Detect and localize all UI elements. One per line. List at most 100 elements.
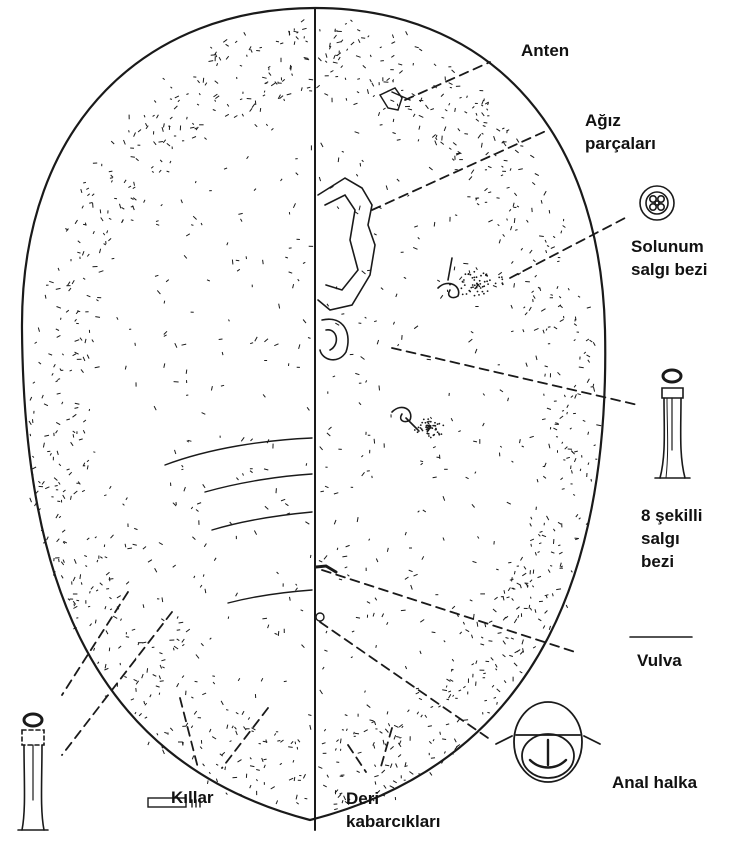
dermal-seta bbox=[186, 723, 188, 726]
dermal-seta bbox=[173, 565, 176, 567]
dermal-seta bbox=[111, 180, 112, 182]
dermal-seta bbox=[138, 130, 141, 133]
dermal-seta bbox=[324, 555, 327, 559]
dermal-seta bbox=[377, 340, 378, 344]
dermal-seta bbox=[159, 676, 160, 680]
dermal-seta bbox=[570, 428, 572, 429]
dermal-seta bbox=[463, 622, 464, 625]
dermal-seta bbox=[538, 619, 541, 621]
dermal-seta bbox=[571, 451, 573, 453]
dermal-seta bbox=[226, 56, 229, 59]
dermal-seta bbox=[164, 123, 165, 127]
leader-lines bbox=[62, 62, 638, 772]
dermal-seta bbox=[463, 686, 465, 688]
dermal-seta bbox=[512, 461, 514, 462]
dermal-seta bbox=[368, 36, 369, 38]
label-killar: Kıllar bbox=[171, 787, 214, 808]
spiracle-pore bbox=[428, 433, 430, 435]
dermal-seta bbox=[471, 170, 474, 174]
dermal-seta bbox=[319, 561, 322, 563]
dermal-seta bbox=[132, 629, 135, 630]
dermal-seta bbox=[88, 606, 90, 607]
dermal-seta bbox=[476, 267, 478, 270]
dermal-seta bbox=[530, 539, 534, 541]
dermal-seta bbox=[255, 337, 257, 341]
dermal-seta bbox=[433, 447, 436, 448]
dermal-seta bbox=[109, 597, 111, 599]
dermal-seta bbox=[280, 740, 283, 742]
dermal-seta bbox=[263, 260, 264, 264]
dermal-seta bbox=[298, 279, 299, 281]
dermal-seta bbox=[469, 176, 472, 180]
dermal-seta bbox=[491, 657, 494, 660]
label-anten: Anten bbox=[521, 40, 569, 61]
dermal-seta bbox=[82, 251, 84, 255]
dermal-seta bbox=[69, 288, 71, 291]
dermal-seta bbox=[390, 764, 392, 768]
dermal-seta bbox=[110, 609, 112, 610]
dermal-seta bbox=[104, 668, 108, 670]
dermal-seta bbox=[247, 55, 248, 57]
spiracle-pore bbox=[428, 435, 430, 437]
dermal-seta bbox=[367, 705, 371, 708]
spiracle-pore bbox=[473, 277, 475, 279]
dermal-seta bbox=[380, 731, 383, 733]
dermal-seta bbox=[170, 728, 173, 731]
dermal-seta bbox=[512, 598, 514, 600]
dermal-seta bbox=[558, 522, 561, 524]
dermal-seta bbox=[338, 57, 340, 60]
dermal-seta bbox=[285, 504, 288, 506]
dermal-seta bbox=[498, 224, 500, 225]
dermal-seta bbox=[181, 200, 182, 204]
dermal-seta bbox=[420, 461, 423, 462]
dermal-seta bbox=[101, 218, 103, 222]
dermal-seta bbox=[100, 209, 101, 213]
dermal-seta bbox=[56, 288, 61, 289]
dermal-seta bbox=[396, 737, 400, 738]
dermal-seta bbox=[539, 236, 544, 237]
dermal-seta bbox=[503, 596, 504, 600]
spiracle-pore bbox=[438, 433, 440, 435]
dermal-seta bbox=[154, 100, 156, 102]
dermal-seta bbox=[494, 697, 496, 698]
dermal-seta bbox=[459, 690, 462, 691]
dermal-seta bbox=[342, 800, 343, 803]
dermal-seta bbox=[236, 260, 240, 261]
dermal-seta bbox=[30, 498, 32, 502]
dermal-seta bbox=[556, 589, 561, 590]
dermal-seta bbox=[71, 496, 72, 500]
dermal-seta bbox=[445, 110, 447, 112]
dermal-seta bbox=[404, 277, 406, 278]
dermal-seta bbox=[416, 692, 419, 694]
spiracle-pore bbox=[487, 290, 489, 292]
dermal-seta bbox=[380, 125, 383, 126]
dermal-seta bbox=[182, 344, 187, 345]
dermal-seta bbox=[294, 777, 295, 781]
dermal-seta bbox=[167, 171, 170, 172]
dermal-seta bbox=[419, 49, 422, 51]
dermal-seta bbox=[284, 99, 285, 101]
dermal-seta bbox=[217, 63, 218, 66]
dermal-seta bbox=[365, 691, 366, 693]
dermal-seta bbox=[126, 637, 129, 638]
spiracle-pore bbox=[420, 424, 422, 426]
dermal-seta bbox=[61, 562, 63, 565]
dermal-seta bbox=[63, 560, 64, 563]
dermal-seta bbox=[329, 427, 332, 430]
dermal-seta bbox=[411, 585, 413, 590]
dermal-seta bbox=[171, 87, 173, 88]
dermal-seta bbox=[398, 344, 399, 346]
dermal-seta bbox=[298, 740, 300, 743]
dermal-seta bbox=[385, 729, 388, 733]
dermal-seta bbox=[361, 38, 365, 39]
dermal-seta bbox=[73, 606, 77, 608]
dermal-seta bbox=[544, 463, 546, 467]
dermal-seta bbox=[83, 420, 86, 422]
dermal-seta bbox=[440, 732, 441, 735]
dermal-seta bbox=[83, 430, 85, 433]
dermal-seta bbox=[429, 167, 433, 170]
dermal-seta bbox=[210, 638, 212, 640]
dermal-seta bbox=[274, 733, 275, 735]
spiracle-pore bbox=[489, 279, 491, 281]
